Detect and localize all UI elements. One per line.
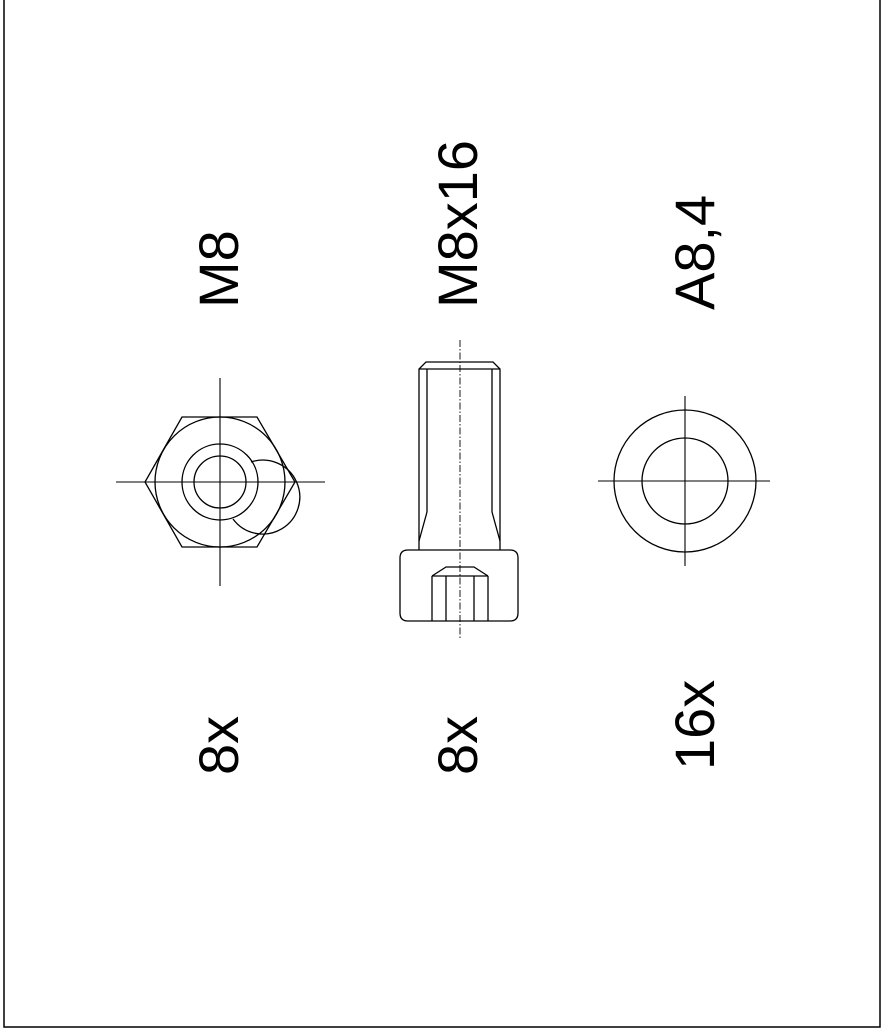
hex-nut-icon <box>116 378 325 586</box>
socket-head-bolt-icon <box>399 340 519 640</box>
nut-quantity-label: 8x <box>187 716 250 775</box>
washer-quantity-label: 16x <box>663 680 726 770</box>
drawing-frame <box>3 0 881 1028</box>
bolt-quantity-label: 8x <box>426 716 489 775</box>
washer-icon <box>598 396 770 566</box>
nut-name-label: M8 <box>187 230 250 308</box>
washer-name-label: A8,4 <box>663 195 726 310</box>
bolt-name-label: M8x16 <box>426 140 489 308</box>
